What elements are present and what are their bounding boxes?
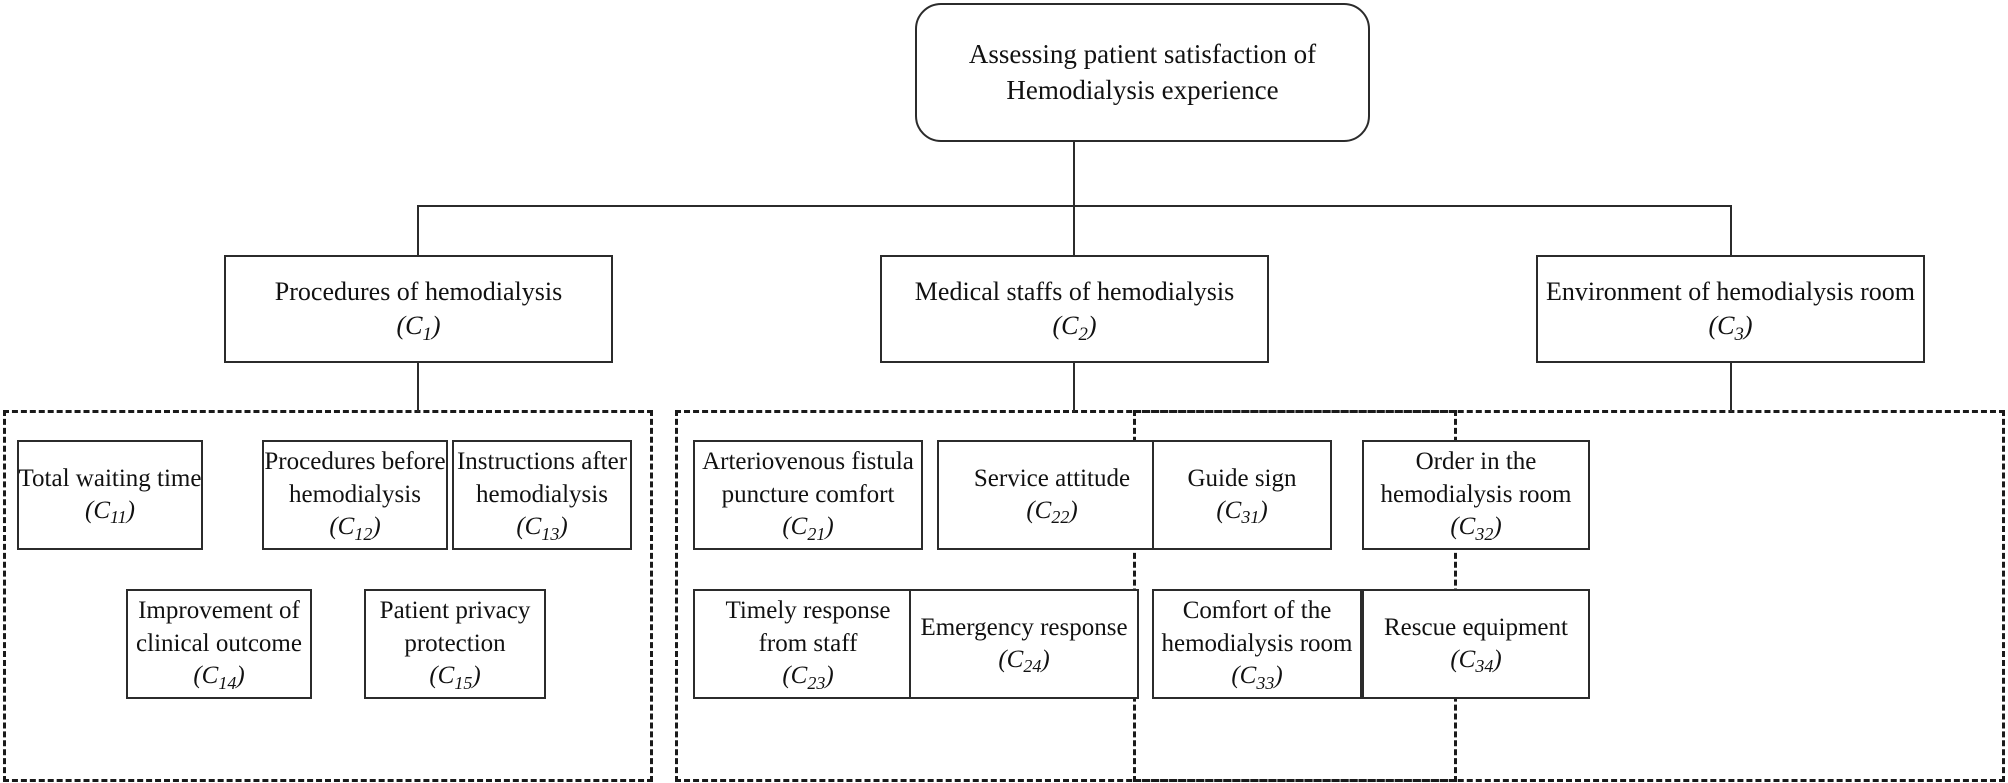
subcriterion-node-c13[interactable]: Instructions after hemodialysis (C13) bbox=[452, 440, 632, 550]
subcriterion-label-c21-line1: Arteriovenous fistula bbox=[702, 448, 914, 476]
subcriterion-label-c23-line1: Timely response bbox=[725, 597, 891, 625]
edge-drop-c3 bbox=[1730, 205, 1732, 256]
root-line-2: Hemodialysis experience bbox=[1006, 74, 1279, 105]
criterion-label-c1: Procedures of hemodialysis bbox=[274, 277, 563, 307]
subcriterion-code-c23: (C23) bbox=[782, 662, 834, 693]
subcriterion-code-c33: (C33) bbox=[1231, 662, 1283, 693]
subcriterion-code-c21: (C21) bbox=[782, 513, 834, 544]
subcriterion-code-c15: (C15) bbox=[429, 662, 481, 693]
root-node-goal[interactable]: Assessing patient satisfaction of Hemodi… bbox=[915, 3, 1370, 142]
subcriterion-label-c13-line2: hemodialysis bbox=[476, 480, 608, 508]
subcriterion-node-c21[interactable]: Arteriovenous fistula puncture comfort (… bbox=[693, 440, 923, 550]
edge-c1-to-group1 bbox=[417, 362, 419, 412]
subcriterion-label-c12-line1: Procedures before bbox=[264, 448, 446, 476]
criterion-code-c3: (C3) bbox=[1708, 311, 1753, 345]
subcriterion-label-c24-line1: Emergency response bbox=[920, 613, 1128, 641]
criterion-code-c2: (C2) bbox=[1052, 311, 1097, 345]
criterion-label-c2: Medical staffs of hemodialysis bbox=[914, 277, 1235, 307]
subcriterion-label-c21-line2: puncture comfort bbox=[721, 480, 895, 508]
subcriterion-code-c12: (C12) bbox=[329, 513, 381, 544]
subcriterion-code-c24: (C24) bbox=[998, 646, 1050, 677]
subcriterion-label-c32-line2: hemodialysis room bbox=[1380, 480, 1572, 508]
subcriterion-label-c14-line2: clinical outcome bbox=[136, 629, 302, 657]
edge-root-stem bbox=[1073, 141, 1075, 206]
subcriterion-label-c34-line1: Rescue equipment bbox=[1384, 613, 1568, 641]
subcriterion-label-c23-line2: from staff bbox=[758, 629, 858, 657]
group-box-procedures bbox=[3, 410, 653, 782]
subcriterion-node-c33[interactable]: Comfort of the hemodialysis room (C33) bbox=[1152, 589, 1362, 699]
subcriterion-label-c31-line1: Guide sign bbox=[1187, 464, 1297, 492]
subcriterion-node-c24[interactable]: Emergency response (C24) bbox=[909, 589, 1139, 699]
subcriterion-code-c31: (C31) bbox=[1216, 497, 1268, 528]
subcriterion-label-c33-line1: Comfort of the bbox=[1182, 597, 1332, 625]
subcriterion-code-c11: (C11) bbox=[84, 497, 135, 528]
subcriterion-node-c34[interactable]: Rescue equipment (C34) bbox=[1362, 589, 1590, 699]
root-line-1: Assessing patient satisfaction of bbox=[968, 39, 1317, 70]
criterion-label-c3: Environment of hemodialysis room bbox=[1545, 277, 1915, 307]
subcriterion-code-c34: (C34) bbox=[1450, 646, 1502, 677]
subcriterion-node-c31[interactable]: Guide sign (C31) bbox=[1152, 440, 1332, 550]
subcriterion-code-c22: (C22) bbox=[1026, 497, 1078, 528]
subcriterion-label-c12-line2: hemodialysis bbox=[289, 480, 421, 508]
criterion-node-c2[interactable]: Medical staffs of hemodialysis (C2) bbox=[880, 255, 1269, 363]
subcriterion-code-c14: (C14) bbox=[193, 662, 245, 693]
subcriterion-label-c32-line1: Order in the bbox=[1415, 448, 1537, 476]
subcriterion-label-c22-line1: Service attitude bbox=[973, 464, 1131, 492]
subcriterion-node-c15[interactable]: Patient privacy protection (C15) bbox=[364, 589, 546, 699]
subcriterion-node-c12[interactable]: Procedures before hemodialysis (C12) bbox=[262, 440, 448, 550]
criterion-node-c3[interactable]: Environment of hemodialysis room (C3) bbox=[1536, 255, 1925, 363]
subcriterion-node-c22[interactable]: Service attitude (C22) bbox=[937, 440, 1167, 550]
subcriterion-label-c13-line1: Instructions after bbox=[456, 448, 628, 476]
edge-drop-c1 bbox=[417, 205, 419, 256]
subcriterion-node-c14[interactable]: Improvement of clinical outcome (C14) bbox=[126, 589, 312, 699]
subcriterion-code-c13: (C13) bbox=[516, 513, 568, 544]
subcriterion-label-c15-line1: Patient privacy bbox=[379, 597, 531, 625]
subcriterion-label-c15-line2: protection bbox=[404, 629, 506, 657]
subcriterion-label-c11-line1: Total waiting time bbox=[18, 464, 202, 492]
edge-c2-to-group2 bbox=[1073, 362, 1075, 412]
edge-c3-to-group3 bbox=[1730, 362, 1732, 412]
subcriterion-node-c23[interactable]: Timely response from staff (C23) bbox=[693, 589, 923, 699]
edge-drop-c2 bbox=[1073, 205, 1075, 256]
criterion-code-c1: (C1) bbox=[396, 311, 441, 345]
subcriterion-node-c32[interactable]: Order in the hemodialysis room (C32) bbox=[1362, 440, 1590, 550]
subcriterion-node-c11[interactable]: Total waiting time (C11) bbox=[17, 440, 203, 550]
subcriterion-label-c14-line1: Improvement of bbox=[138, 597, 300, 625]
criterion-node-c1[interactable]: Procedures of hemodialysis (C1) bbox=[224, 255, 613, 363]
subcriterion-label-c33-line2: hemodialysis room bbox=[1161, 629, 1353, 657]
subcriterion-code-c32: (C32) bbox=[1450, 513, 1502, 544]
